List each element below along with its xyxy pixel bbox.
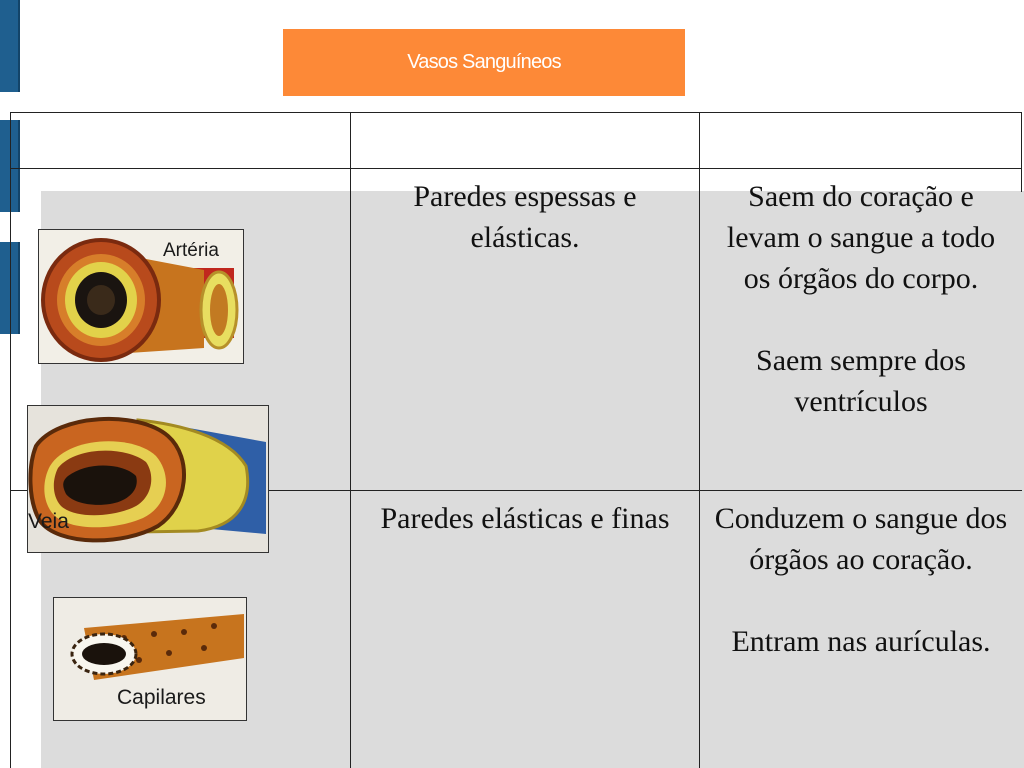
artery-function-text-1: Saem do coração e levam o sangue a todo … (726, 180, 996, 295)
title-banner: Vasos Sanguíneos (283, 29, 685, 96)
table-column-divider-1 (350, 112, 351, 768)
artery-structure-text: Paredes espessas e elásticas. (413, 180, 637, 254)
vein-structure-cell: Paredes elásticas e finas (362, 498, 688, 539)
vein-illustration: Veia (27, 405, 269, 553)
artery-illustration: Artéria (38, 229, 244, 364)
accent-tab-1 (0, 0, 20, 92)
vein-function-cell: Conduzem o sangue dos órgãos ao coração.… (712, 498, 1010, 662)
page-title: Vasos Sanguíneos (407, 51, 561, 73)
table-border-top (10, 112, 1022, 113)
vein-label: Veia (28, 510, 69, 533)
vein-structure-text: Paredes elásticas e finas (380, 502, 670, 535)
table-header-divider (10, 168, 1022, 169)
artery-function-text-2: Saem sempre dos ventrículos (756, 344, 966, 418)
comparison-table (10, 112, 1022, 768)
artery-structure-cell: Paredes espessas e elásticas. (362, 176, 688, 258)
capillary-illustration: Capilares (53, 597, 247, 721)
vein-function-text-2: Entram nas aurículas. (731, 625, 991, 658)
artery-function-cell: Saem do coração e levam o sangue a todo … (712, 176, 1010, 422)
table-border-left (10, 112, 11, 768)
capillary-label: Capilares (117, 686, 206, 709)
table-row-divider (10, 490, 1022, 491)
vein-function-text-1: Conduzem o sangue dos órgãos ao coração. (714, 502, 1008, 576)
table-column-divider-2 (699, 112, 700, 768)
artery-label: Artéria (163, 240, 219, 261)
table-border-right (1021, 112, 1022, 192)
